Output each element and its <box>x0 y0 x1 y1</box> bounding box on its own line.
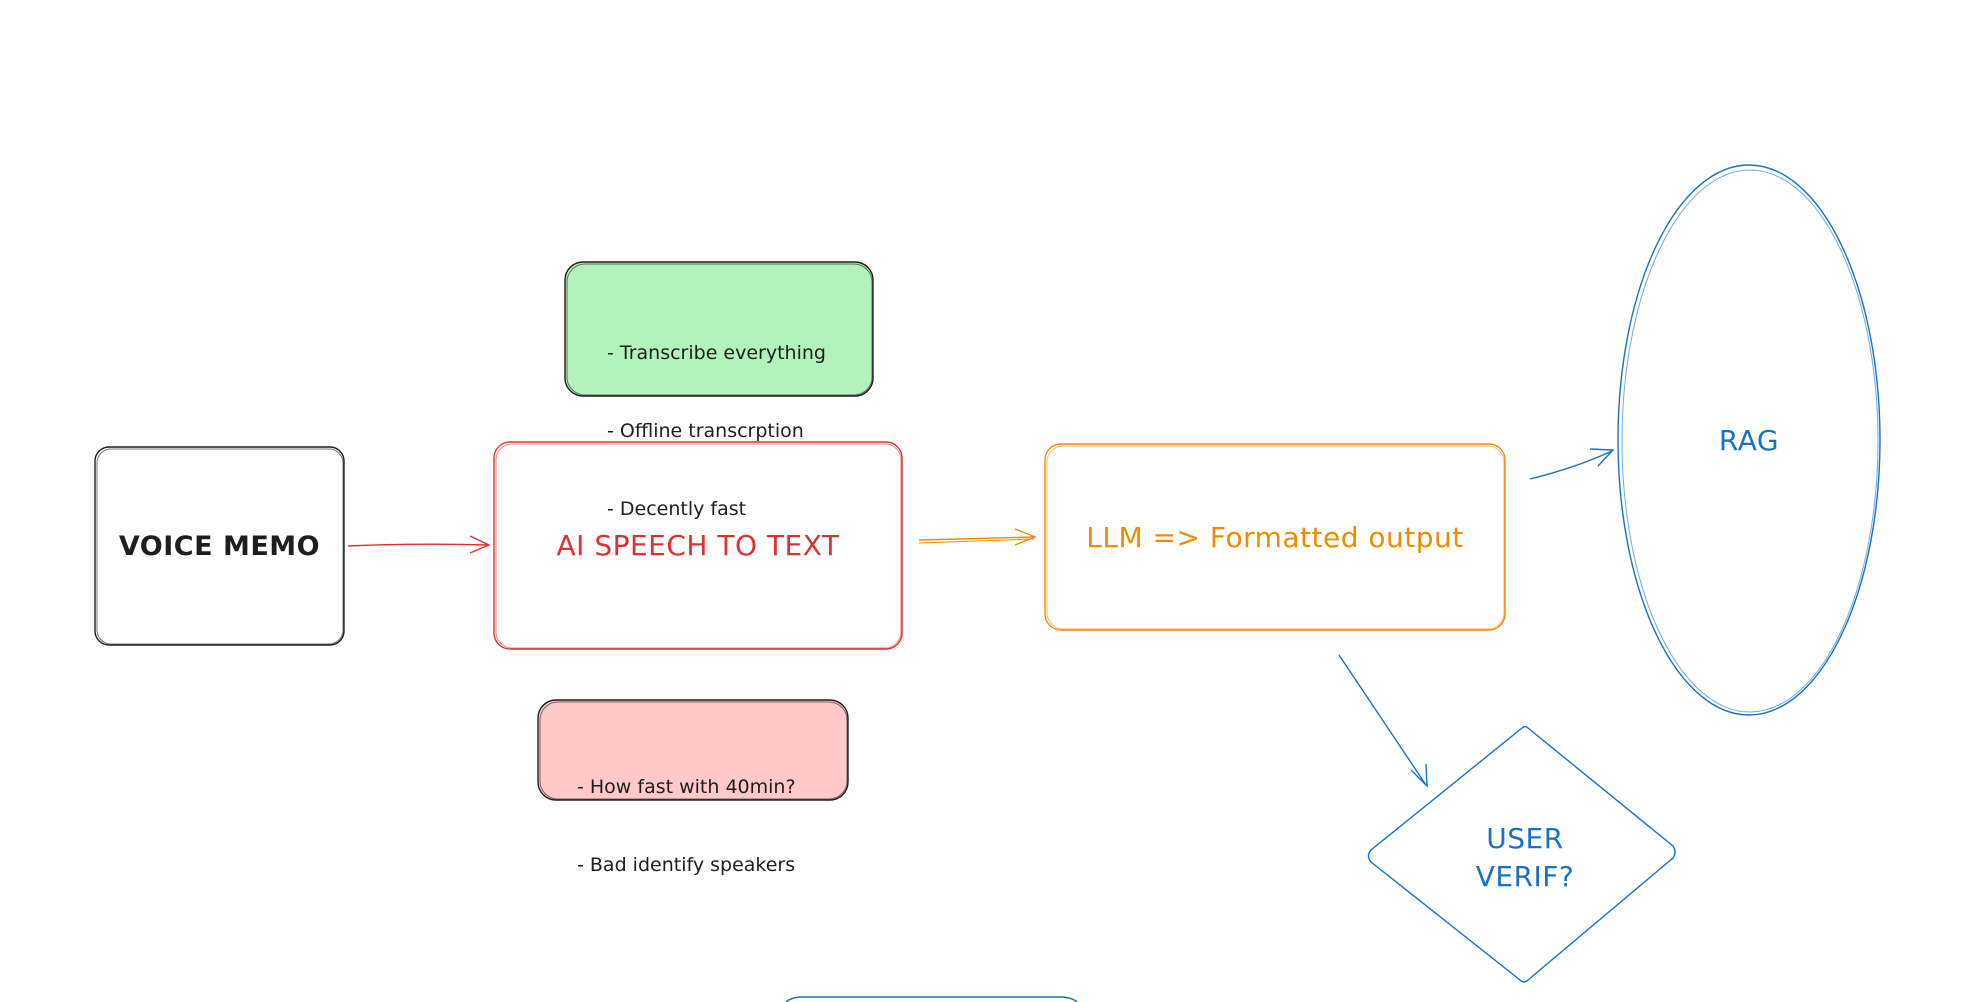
pros-note-line: - Offline transcrption <box>607 420 804 442</box>
partial-bottom-shape[interactable] <box>785 996 1078 1002</box>
rag-ellipse[interactable] <box>1617 164 1881 716</box>
arrow-voice-to-speech <box>347 535 491 554</box>
user-verif-label: USER VERIF? <box>1400 808 1650 908</box>
user-verif-diamond[interactable] <box>1367 725 1676 983</box>
pros-note[interactable] <box>564 261 874 397</box>
arrow-speech-to-llm <box>918 528 1037 546</box>
pros-note-line: - Transcribe everything <box>607 342 826 364</box>
llm-output-box[interactable] <box>1044 443 1506 631</box>
user-verif-label-line2: VERIF? <box>1475 860 1575 893</box>
cons-note-line: - How fast with 40min? <box>577 776 796 798</box>
cons-note-line: - Bad identify speakers <box>577 854 796 876</box>
speech-to-text-label: AI SPEECH TO TEXT <box>556 529 840 562</box>
pros-note-line: - Decently fast <box>607 498 747 520</box>
arrow-llm-to-rag <box>1529 448 1615 480</box>
cons-note[interactable] <box>537 699 849 801</box>
speech-to-text-box[interactable] <box>493 441 903 650</box>
cons-note-text: - How fast with 40min? - Bad identify sp… <box>577 722 796 904</box>
voice-memo-box[interactable] <box>94 446 345 646</box>
voice-memo-label: VOICE MEMO <box>118 530 321 562</box>
arrow-llm-to-verif <box>1338 654 1428 788</box>
llm-output-label: LLM => Formatted output <box>1086 520 1464 554</box>
pros-note-text: - Transcribe everything - Offline transc… <box>607 288 826 548</box>
user-verif-label-line1: USER <box>1486 822 1564 855</box>
rag-label: RAG <box>1718 423 1780 457</box>
